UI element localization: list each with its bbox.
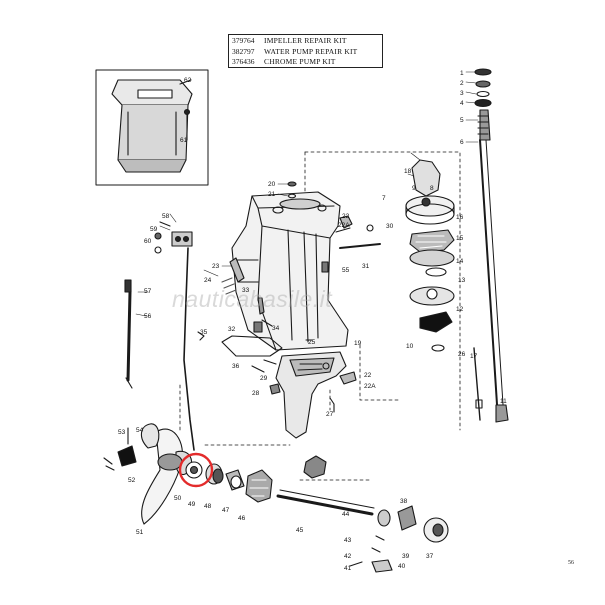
callout-4: 4 (460, 100, 464, 107)
callout-50: 50 (174, 495, 182, 502)
callout-25: 25 (308, 339, 316, 346)
callout-20: 20 (268, 181, 276, 188)
callout-34: 34 (272, 325, 280, 332)
callout-1: 1 (460, 70, 464, 77)
callout-39: 39 (402, 553, 410, 560)
callout-42: 42 (344, 553, 352, 560)
callout-45: 45 (296, 527, 304, 534)
highlight-ring (178, 452, 214, 488)
kit-description: CHROME PUMP KIT (264, 57, 336, 66)
callout-15: 15 (456, 235, 464, 242)
callout-38: 38 (400, 498, 408, 505)
callout-37: 37 (426, 553, 434, 560)
callout-46: 46 (238, 515, 246, 522)
callout-8: 8 (430, 185, 434, 192)
callout-41: 41 (344, 565, 352, 572)
callout-12: 12 (456, 306, 464, 313)
water-pump-stack (405, 159, 455, 352)
callout-54: 54 (136, 427, 144, 434)
propeller (103, 423, 193, 525)
callout-7: 7 (382, 195, 386, 202)
callout-26: 26 (458, 351, 466, 358)
inset-cover-box (95, 69, 209, 186)
callout-55: 55 (342, 267, 350, 274)
callout-52: 52 (128, 477, 136, 484)
callout-57: 57 (144, 288, 152, 295)
callout-43: 43 (344, 537, 352, 544)
kit-row: 382797 WATER PUMP REPAIR KIT (232, 47, 379, 58)
water-tube (124, 279, 133, 389)
callout-21: 21 (268, 191, 276, 198)
drive-shaft (473, 68, 509, 423)
callout-30: 30 (386, 223, 394, 230)
callout-40: 40 (398, 563, 406, 570)
callout-32: 32 (228, 326, 236, 333)
page-number: 56 (568, 560, 574, 566)
callout-labels: 1 2 3 4 5 6 7 8 9 10 11 12 13 14 15 16 1… (118, 70, 507, 572)
callout-2: 2 (460, 80, 464, 87)
kit-row: 379764 IMPELLER REPAIR KIT (232, 36, 379, 47)
kit-description: IMPELLER REPAIR KIT (264, 36, 347, 45)
kit-number: 379764 (232, 36, 255, 45)
callout-19: 19 (354, 340, 362, 347)
callout-17: 17 (470, 353, 478, 360)
callout-13: 13 (458, 277, 466, 284)
gearcase-housing (231, 191, 349, 351)
callout-28: 28 (252, 390, 260, 397)
callout-23: 23 (212, 263, 220, 270)
callout-9: 9 (412, 185, 416, 192)
callout-53: 53 (118, 429, 126, 436)
callout-33: 33 (242, 287, 250, 294)
callout-5: 5 (460, 117, 464, 124)
callout-36: 36 (232, 363, 240, 370)
callout-11: 11 (500, 398, 507, 405)
callout-61: 61 (180, 137, 188, 144)
callout-47: 47 (222, 507, 230, 514)
callout-22A: 22A (338, 222, 350, 229)
kit-number: 382797 (232, 46, 255, 56)
kit-row: 376436 CHROME PUMP KIT (232, 57, 379, 68)
callout-58: 58 (162, 213, 170, 220)
callout-44: 44 (342, 511, 350, 518)
watermark: nauticabasile.it (172, 286, 333, 312)
callout-22b: 22 (364, 372, 372, 379)
callout-60: 60 (144, 238, 152, 245)
callout-62: 62 (184, 77, 192, 84)
callout-56: 56 (144, 313, 152, 320)
prop-shaft-assembly (185, 455, 449, 573)
callout-6: 6 (460, 139, 464, 146)
callout-10: 10 (406, 343, 414, 350)
callout-59: 59 (150, 226, 158, 233)
callout-27: 27 (326, 411, 334, 418)
callout-22A-b: 22A (364, 383, 376, 390)
repair-kit-table: 379764 IMPELLER REPAIR KIT 382797 WATER … (228, 34, 383, 68)
callout-24: 24 (204, 277, 212, 284)
callout-29: 29 (260, 375, 268, 382)
callout-31: 31 (362, 263, 370, 270)
callout-16: 16 (456, 214, 464, 221)
callout-22: 22 (342, 213, 350, 220)
callout-18: 18 (404, 168, 412, 175)
callout-3: 3 (460, 90, 464, 97)
kit-description: WATER PUMP REPAIR KIT (264, 46, 358, 56)
callout-48: 48 (204, 503, 212, 510)
callout-14: 14 (456, 258, 464, 265)
shift-rod (154, 221, 195, 451)
callout-49: 49 (188, 501, 196, 508)
kit-number: 376436 (232, 57, 255, 66)
leader-lines (135, 71, 479, 317)
fastener-parts (269, 181, 381, 413)
callout-35: 35 (200, 329, 208, 336)
lower-gearcase (275, 351, 347, 439)
linkage-parts (197, 257, 283, 373)
callout-51: 51 (136, 529, 144, 536)
